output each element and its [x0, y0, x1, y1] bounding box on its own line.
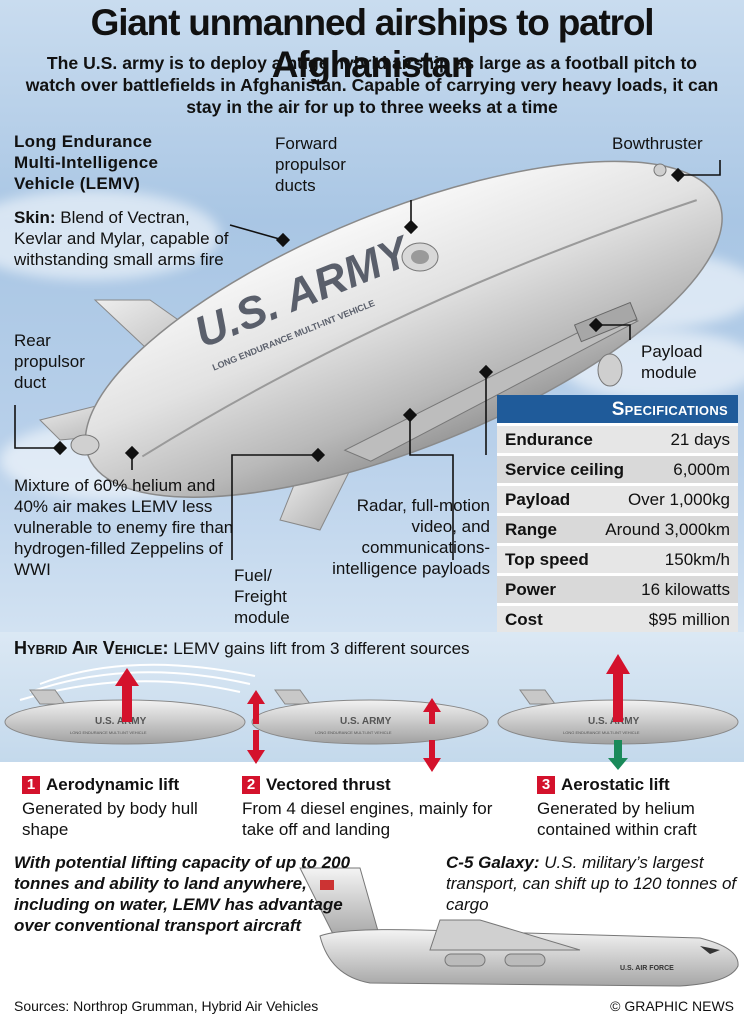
- source-3-desc: Generated by helium contained within cra…: [537, 799, 697, 839]
- sky-panel: U.S. ARMY LONG ENDURANCE MULTI-INT VEHIC…: [0, 0, 744, 632]
- plane-livery-text: U.S. AIR FORCE: [620, 965, 674, 972]
- vehicle-name-line1: Long Endurance: [14, 132, 153, 151]
- leader-lines: [14, 160, 721, 560]
- hybrid-diagrams: U.S. ARMY LONG ENDURANCE MULTI-INT VEHIC…: [4, 654, 739, 772]
- payload-module-label: Payload module: [641, 342, 703, 382]
- spec-row: Cost$95 million: [497, 603, 738, 632]
- plane-engine: [444, 953, 486, 967]
- radar-label: Radar, full-motion video, and communicat…: [332, 496, 490, 578]
- sources-text: Sources: Northrop Grumman, Hybrid Air Ve…: [14, 998, 319, 1014]
- svg-text:U.S. ARMY: U.S. ARMY: [95, 716, 147, 727]
- svg-text:LONG ENDURANCE MULTI-INT VEHIC: LONG ENDURANCE MULTI-INT VEHICLE: [563, 730, 640, 735]
- bowthruster-part: [653, 163, 667, 177]
- vehicle-name-label: Long Endurance Multi-Intelligence Vehicl…: [14, 131, 244, 194]
- hybrid-section: Hybrid Air Vehicle: LEMV gains lift from…: [0, 632, 744, 847]
- source-1-desc: Generated by body hull shape: [22, 799, 198, 839]
- rear-duct-label: Rear propulsor duct: [14, 331, 85, 392]
- leader-dots: [52, 167, 686, 463]
- plane-flag: [320, 880, 334, 890]
- payload-gondola: [343, 314, 640, 462]
- c5-key: C-5 Galaxy:: [446, 853, 540, 872]
- vehicle-name-line2: Multi-Intelligence: [14, 153, 159, 172]
- vehicle-name-line3: Vehicle (LEMV): [14, 174, 141, 193]
- aerostatic-arrow-up: [606, 654, 630, 722]
- page-title: Giant unmanned airships to patrol Afghan…: [90, 2, 655, 85]
- cloud: [0, 190, 220, 280]
- intro-text: The U.S. army is to deploy a huge hybrid…: [25, 53, 719, 117]
- lemv-advantage-text: With potential lifting capacity of up to…: [14, 853, 351, 935]
- rear-propulsor-duct: [70, 434, 100, 456]
- bottom-section: U.S. AIR FORCE With potential lifting ca…: [0, 848, 744, 1024]
- svg-text:LONG ENDURANCE MULTI-INT VEHIC: LONG ENDURANCE MULTI-INT VEHICLE: [315, 730, 392, 735]
- hybrid-subheading: LEMV gains lift from 3 different sources: [173, 639, 470, 658]
- svg-text:LONG ENDURANCE MULTI-INT VEHIC: LONG ENDURANCE MULTI-INT VEHICLE: [70, 730, 147, 735]
- payload-duct: [597, 353, 623, 387]
- svg-text:U.S. ARMY: U.S. ARMY: [340, 716, 392, 727]
- airship-illustration: U.S. ARMY LONG ENDURANCE MULTI-INT VEHIC…: [14, 160, 723, 560]
- airship-hull: [84, 160, 723, 498]
- c5-galaxy-illustration: U.S. AIR FORCE: [299, 867, 739, 987]
- specifications-heading: Specifications: [497, 395, 738, 423]
- fuel-module-label: Fuel/ Freight module: [234, 566, 290, 627]
- thrust-arrow-updown-right: [423, 698, 441, 772]
- credit-text: © GRAPHIC NEWS: [610, 998, 734, 1014]
- payload-module-box: [573, 301, 638, 343]
- c5-galaxy-text: C-5 Galaxy: U.S. military’s largest tran…: [446, 852, 738, 915]
- source-2-desc: From 4 diesel engines, mainly for take o…: [242, 799, 493, 839]
- mini-airship-2: U.S. ARMY LONG ENDURANCE MULTI-INT VEHIC…: [251, 689, 489, 745]
- bowthruster-label: Bowthruster: [612, 134, 703, 153]
- forward-propulsor-duct: [401, 242, 439, 272]
- thrust-arrow-updown-left: [247, 690, 265, 764]
- skin-text: Blend of Vectran, Kevlar and Mylar, capa…: [14, 208, 229, 269]
- hybrid-heading: Hybrid Air Vehicle: LEMV gains lift from…: [14, 638, 470, 659]
- hybrid-heading-key: Hybrid Air Vehicle:: [14, 638, 169, 658]
- mixture-label: Mixture of 60% helium and 40% air makes …: [14, 476, 234, 579]
- forward-ducts-label: Forward propulsor ducts: [275, 134, 346, 195]
- plane-cockpit: [700, 946, 720, 954]
- plane-engine: [504, 953, 546, 967]
- hull-seam: [141, 199, 698, 458]
- skin-key: Skin:: [14, 208, 56, 227]
- c5-desc: U.S. military’s largest transport, can s…: [446, 853, 737, 914]
- plane-wing: [429, 919, 581, 951]
- skin-label: Skin: Blend of Vectran, Kevlar and Mylar…: [14, 207, 229, 270]
- aerostatic-arrow-down: [608, 740, 628, 770]
- lift-arrow-up-1: [115, 668, 139, 722]
